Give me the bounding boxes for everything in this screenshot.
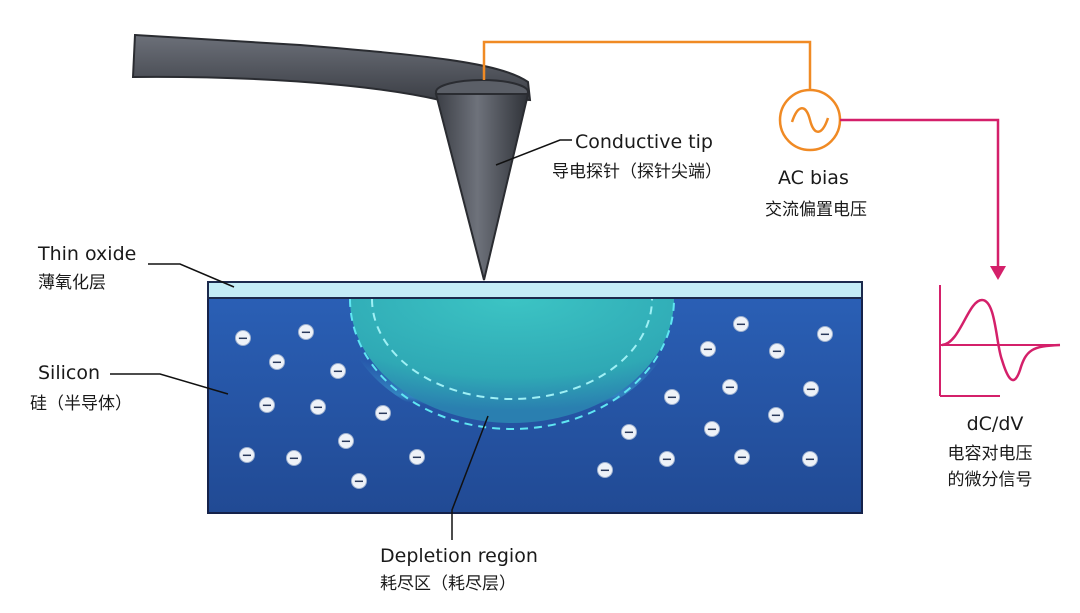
label-thin-oxide-en: Thin oxide [38, 243, 137, 265]
label-silicon-zh: 硅（半导体） [30, 394, 132, 414]
electron-minus-icon [722, 379, 738, 395]
electron-symbol: − [806, 383, 817, 398]
electron-minus-icon [310, 399, 326, 415]
electron-symbol: − [313, 401, 324, 416]
electron-symbol: − [354, 475, 365, 490]
electron-minus-icon [235, 330, 251, 346]
label-signal-zh-2: 的微分信号 [947, 470, 1033, 490]
electron-minus-icon [286, 450, 302, 466]
leader-silicon [110, 373, 229, 395]
electron-minus-icon [769, 343, 785, 359]
label-depletion-zh: 耗尽区（耗尽层） [380, 574, 516, 594]
label-signal-zh-1: 电容对电压 [947, 444, 1033, 464]
electron-minus-icon [330, 363, 346, 379]
electron-symbol: − [242, 449, 253, 464]
electron-symbol: − [772, 345, 783, 360]
electron-minus-icon [802, 451, 818, 467]
electron-symbol: − [771, 409, 782, 424]
magenta-wire [840, 118, 1000, 268]
label-conductive-tip-en: Conductive tip [575, 131, 713, 153]
electron-minus-icon [704, 421, 720, 437]
electron-minus-icon [409, 449, 425, 465]
ac-source [778, 88, 842, 152]
electron-symbol: − [805, 453, 816, 468]
label-signal-en: dC/dV [966, 413, 1024, 435]
signal-plot [939, 285, 1061, 397]
label-silicon-en: Silicon [38, 362, 101, 384]
electron-symbol: − [378, 407, 389, 422]
electron-symbol: − [412, 451, 423, 466]
electron-symbol: − [662, 453, 673, 468]
electron-minus-icon [338, 433, 354, 449]
electron-symbol: − [624, 426, 635, 441]
electron-symbol: − [301, 326, 312, 341]
depletion-boundary-inner [371, 298, 653, 400]
leader-depletion [451, 415, 489, 540]
electron-symbol: − [262, 399, 273, 414]
electron-minus-icon [239, 447, 255, 463]
electron-minus-icon [351, 473, 367, 489]
electron-symbol: − [707, 423, 718, 438]
electron-symbol: − [737, 451, 748, 466]
electron-minus-icon [664, 389, 680, 405]
electrons-group: − − − − − − − − − − − − − − − − − − − − − − − − − − [235, 316, 833, 490]
depletion-region [340, 298, 680, 430]
label-thin-oxide-zh: 薄氧化层 [38, 273, 106, 293]
electron-minus-icon [817, 326, 833, 342]
electron-minus-icon [803, 381, 819, 397]
electron-symbol: − [238, 332, 249, 347]
electron-symbol: − [272, 356, 283, 371]
electron-symbol: − [289, 452, 300, 467]
thin-oxide-layer [207, 281, 863, 299]
leader-conductive-tip [495, 139, 572, 166]
electron-symbol: − [736, 318, 747, 333]
electron-minus-icon [269, 354, 285, 370]
label-conductive-tip-zh: 导电探针（探针尖端） [552, 162, 722, 182]
electron-symbol: − [703, 343, 714, 358]
electron-symbol: − [725, 381, 736, 396]
electron-minus-icon [734, 449, 750, 465]
orange-wire [482, 40, 812, 90]
electron-symbol: − [600, 464, 611, 479]
electron-minus-icon [700, 341, 716, 357]
electron-minus-icon [621, 424, 637, 440]
electron-minus-icon [259, 397, 275, 413]
electron-symbol: − [333, 365, 344, 380]
label-ac-bias-zh: 交流偏置电压 [765, 200, 867, 220]
electron-symbol: − [820, 328, 831, 343]
electron-symbol: − [667, 391, 678, 406]
signal-arrow-icon [990, 266, 1006, 280]
electron-symbol: − [341, 435, 352, 450]
electron-minus-icon [375, 405, 391, 421]
conductive-tip [434, 93, 530, 281]
electron-minus-icon [298, 324, 314, 340]
electron-minus-icon [597, 462, 613, 478]
electron-minus-icon [659, 451, 675, 467]
leader-thin-oxide [148, 263, 235, 288]
label-depletion-en: Depletion region [380, 545, 538, 567]
label-ac-bias-en: AC bias [778, 167, 849, 189]
electron-minus-icon [733, 316, 749, 332]
electron-minus-icon [768, 407, 784, 423]
depletion-boundary-outer [349, 298, 675, 430]
